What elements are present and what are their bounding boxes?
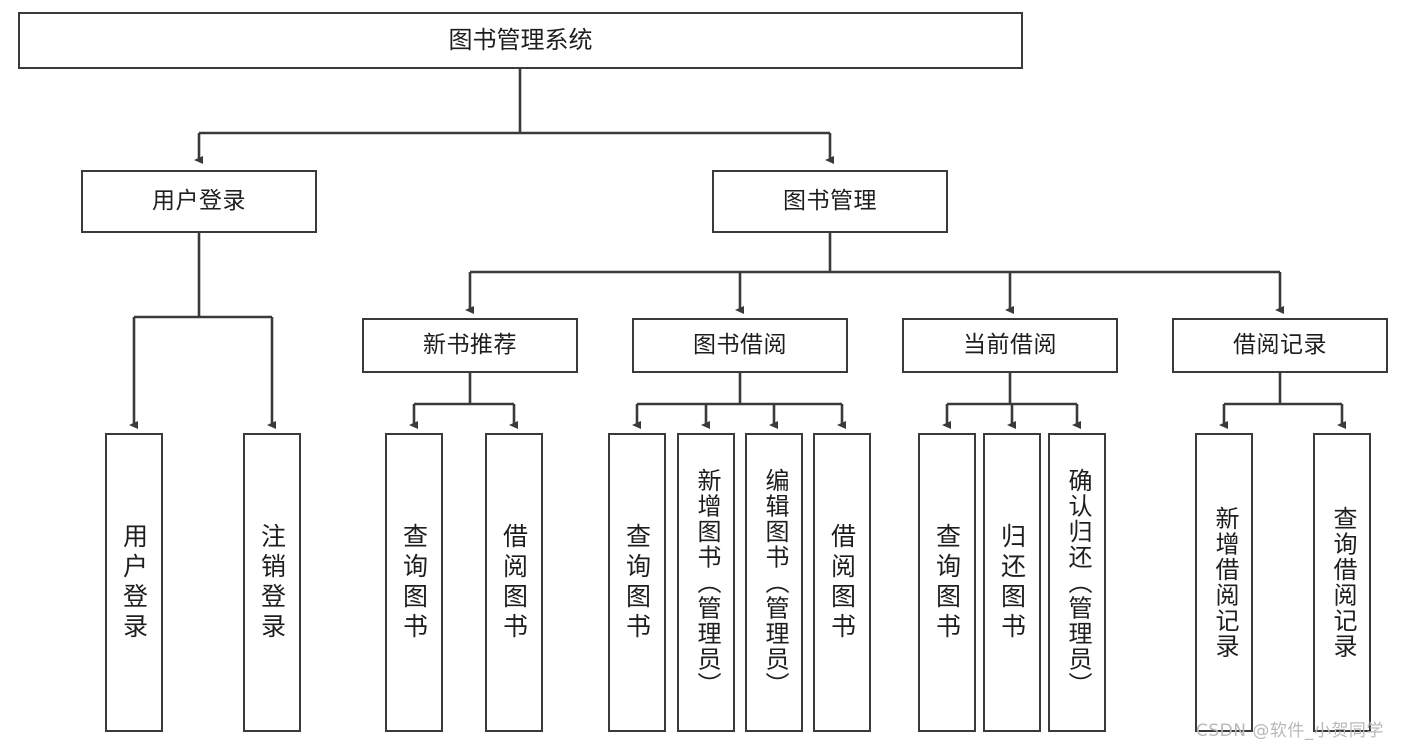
node-user-login[interactable]: 用户登录 [81, 170, 317, 233]
node-borrow-record[interactable]: 借阅记录 [1172, 318, 1388, 373]
node-book-management[interactable]: 图书管理 [712, 170, 948, 233]
leaf-borrow-record-add-record[interactable]: 新增借阅记录 [1195, 433, 1253, 732]
leaf-book-borrow-query-book[interactable]: 查询图书 [608, 433, 666, 732]
node-current-borrow[interactable]: 当前借阅 [902, 318, 1118, 373]
node-new-book-recommend[interactable]: 新书推荐 [362, 318, 578, 373]
leaf-borrow-record-query-record[interactable]: 查询借阅记录 [1313, 433, 1371, 732]
leaf-current-borrow-confirm-return-admin[interactable]: 确认归还（管理员） [1048, 433, 1106, 732]
leaf-current-borrow-return-book[interactable]: 归还图书 [983, 433, 1041, 732]
leaf-user-login-logout[interactable]: 注销登录 [243, 433, 301, 732]
leaf-book-borrow-add-book-admin[interactable]: 新增图书（管理员） [677, 433, 735, 732]
node-book-borrow[interactable]: 图书借阅 [632, 318, 848, 373]
leaf-new-book-borrow-book[interactable]: 借阅图书 [485, 433, 543, 732]
node-root-book-management-system[interactable]: 图书管理系统 [18, 12, 1023, 69]
csdn-watermark: CSDN @软件_小贺同学 [1196, 721, 1384, 741]
leaf-user-login-login[interactable]: 用户登录 [105, 433, 163, 732]
leaf-new-book-query-book[interactable]: 查询图书 [385, 433, 443, 732]
leaf-book-borrow-edit-book-admin[interactable]: 编辑图书（管理员） [745, 433, 803, 732]
leaf-current-borrow-query-book[interactable]: 查询图书 [918, 433, 976, 732]
leaf-book-borrow-borrow-book[interactable]: 借阅图书 [813, 433, 871, 732]
